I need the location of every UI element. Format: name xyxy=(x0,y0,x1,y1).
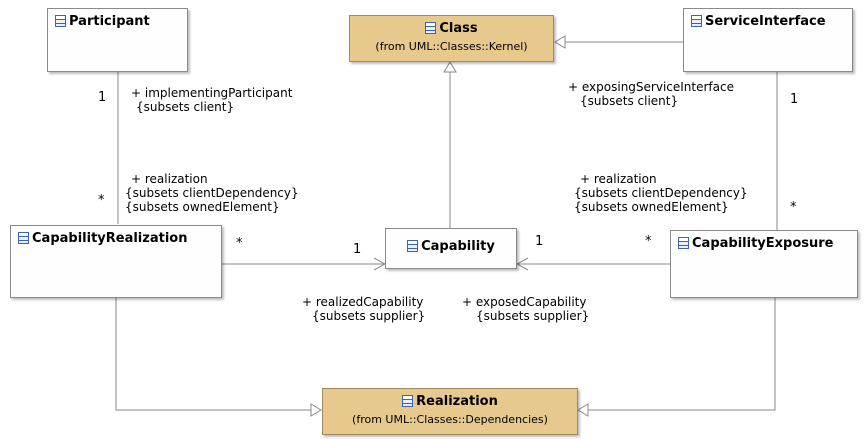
role-constraint: {subsets clientDependency} xyxy=(125,186,299,200)
capability-class-box[interactable]: Capability xyxy=(385,228,517,269)
capabilityexposure-header: CapabilityExposure xyxy=(678,236,857,251)
role-name: + realizedCapability xyxy=(302,295,424,309)
class-icon xyxy=(691,15,702,27)
multiplicity-capability-right: 1 xyxy=(535,234,544,249)
role-constraint: {subsets ownedElement} xyxy=(574,200,729,214)
role-constraint: {subsets client} xyxy=(136,100,235,114)
role-exposed-capability: + exposedCapability {subsets supplier} xyxy=(462,295,589,323)
role-name: + realization xyxy=(580,172,657,186)
multiplicity-capabilityrealization-top: * xyxy=(98,193,105,208)
role-name: + exposedCapability xyxy=(462,295,587,309)
role-name: + exposingServiceInterface xyxy=(568,80,734,94)
role-realized-capability: + realizedCapability {subsets supplier} xyxy=(302,295,425,323)
capabilityrealization-name: CapabilityRealization xyxy=(32,231,188,246)
role-constraint: {subsets clientDependency} xyxy=(574,186,748,200)
realization-metaclass-box[interactable]: Realization (from UML::Classes::Dependen… xyxy=(322,388,578,435)
serviceinterface-header: ServiceInterface xyxy=(691,14,852,29)
capability-header: Capability xyxy=(386,239,516,254)
participant-name: Participant xyxy=(69,14,150,29)
realization-name: Realization xyxy=(416,394,498,409)
serviceinterface-class-box[interactable]: ServiceInterface xyxy=(683,8,853,72)
capabilityexposure-class-box[interactable]: CapabilityExposure xyxy=(670,230,858,298)
generalization-capabilityexposure-realization xyxy=(586,298,776,411)
class-icon xyxy=(18,232,29,244)
role-constraint: {subsets supplier} xyxy=(476,309,590,323)
multiplicity-capabilityexposure-left: * xyxy=(645,234,652,249)
class-icon xyxy=(402,395,414,407)
multiplicity-serviceinterface: 1 xyxy=(790,92,799,107)
role-exposing-service-interface: + exposingServiceInterface {subsets clie… xyxy=(568,80,734,108)
role-constraint: {subsets client} xyxy=(580,94,679,108)
capabilityrealization-class-box[interactable]: CapabilityRealization xyxy=(10,225,222,298)
multiplicity-capability-left: 1 xyxy=(353,242,362,257)
generalization-arrowhead-capability xyxy=(443,61,457,73)
class-icon xyxy=(407,240,419,252)
role-realization-right: + realization {subsets clientDependency}… xyxy=(574,172,748,214)
multiplicity-participant: 1 xyxy=(98,90,107,105)
generalization-arrowhead-serviceinterface xyxy=(554,35,566,49)
class-metaclass-box[interactable]: Class (from UML::Classes::Kernel) xyxy=(349,15,554,62)
class-origin: (from UML::Classes::Kernel) xyxy=(375,40,528,53)
role-constraint: {subsets ownedElement} xyxy=(125,200,280,214)
multiplicity-capabilityrealization-right: * xyxy=(236,236,243,251)
serviceinterface-name: ServiceInterface xyxy=(705,14,826,29)
realization-origin: (from UML::Classes::Dependencies) xyxy=(352,413,548,426)
class-icon xyxy=(678,237,689,249)
class-icon xyxy=(425,22,437,34)
class-icon xyxy=(55,15,66,27)
generalization-arrowhead-left xyxy=(310,403,322,417)
capabilityexposure-name: CapabilityExposure xyxy=(692,236,834,251)
participant-header: Participant xyxy=(55,14,187,29)
capabilityrealization-header: CapabilityRealization xyxy=(18,231,221,246)
multiplicity-capabilityexposure-top: * xyxy=(790,200,797,215)
class-name: Class xyxy=(439,21,478,36)
participant-class-box[interactable]: Participant xyxy=(47,8,188,72)
class-header: Class xyxy=(350,21,553,36)
generalization-arrowhead-right xyxy=(577,403,589,417)
capability-name: Capability xyxy=(421,239,495,254)
nav-arrow-exposed-capability xyxy=(515,257,529,271)
generalization-capabilityrealization-realization xyxy=(115,298,313,411)
role-realization-left: + realization {subsets clientDependency}… xyxy=(125,172,299,214)
role-name: + realization xyxy=(131,172,208,186)
role-constraint: {subsets supplier} xyxy=(312,309,426,323)
role-implementing-participant: + implementingParticipant {subsets clien… xyxy=(131,86,292,114)
role-name: + implementingParticipant xyxy=(131,86,293,100)
realization-header: Realization xyxy=(323,394,577,409)
